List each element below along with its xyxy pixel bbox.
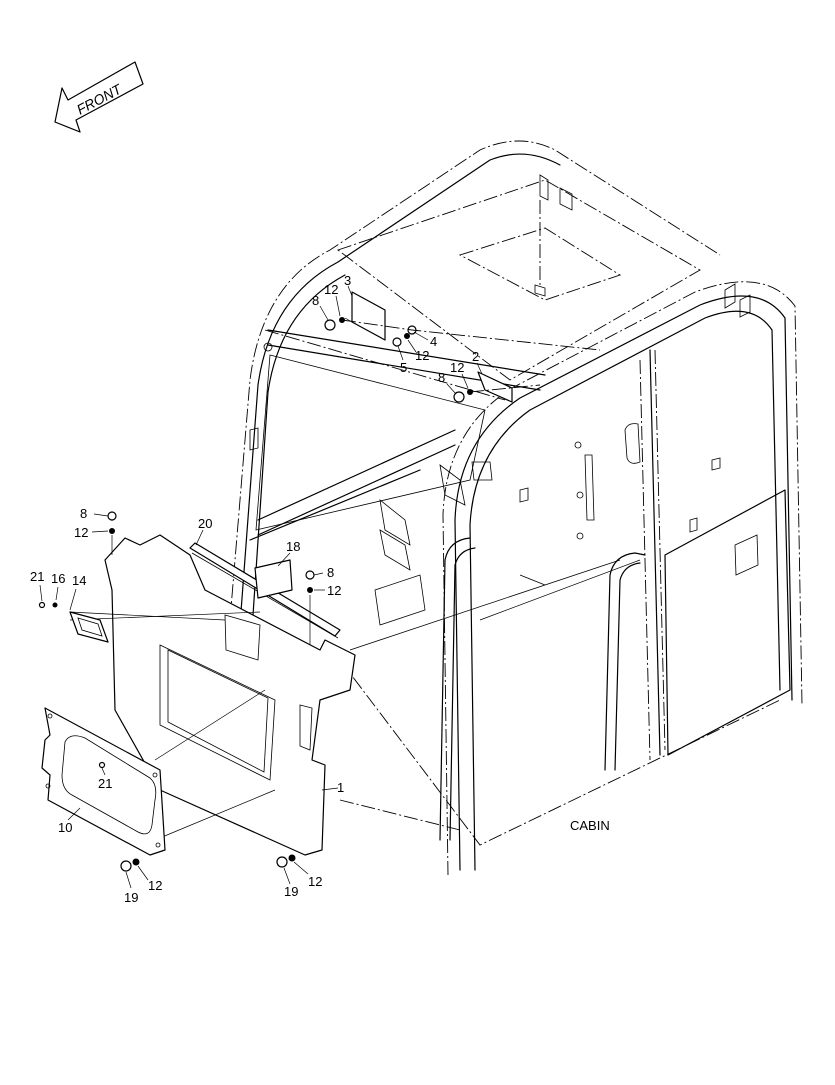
callout-12: 12 [450,360,464,375]
callout-8: 8 [438,370,445,385]
callout-16: 16 [51,571,65,586]
callout-19: 19 [284,884,298,899]
callout-21: 21 [30,569,44,584]
bracket-3 [344,291,386,341]
callout-19: 19 [124,890,138,905]
front-arrow-icon: FRONT [54,61,144,133]
plate-18 [254,559,293,599]
callout-21: 21 [98,776,112,791]
cover-plate-10 [41,707,166,856]
callout-20: 20 [198,516,212,531]
callout-12: 12 [327,583,341,598]
callout-2: 2 [472,349,479,364]
callout-labels: 3 12 8 4 12 5 2 12 8 8 12 20 18 8 12 21 … [30,273,479,905]
latch-14 [69,611,109,643]
callout-4: 4 [430,334,437,349]
callout-leaders [39,285,483,889]
bracket-2 [477,371,513,403]
callout-8: 8 [327,565,334,580]
callout-12: 12 [74,525,88,540]
callout-12: 12 [415,348,429,363]
callout-18: 18 [286,539,300,554]
assembly-caption: CABIN [570,818,610,833]
callout-1: 1 [337,780,344,795]
callout-3: 3 [344,273,351,288]
callout-12: 12 [308,874,322,889]
callout-8: 8 [312,293,319,308]
callout-8: 8 [80,506,87,521]
fasteners-upper [324,317,601,403]
callout-12: 12 [324,282,338,297]
callout-5: 5 [400,360,407,375]
callout-14: 14 [72,573,86,588]
cabin-frame [229,140,803,876]
callout-10: 10 [58,820,72,835]
callout-12: 12 [148,878,162,893]
